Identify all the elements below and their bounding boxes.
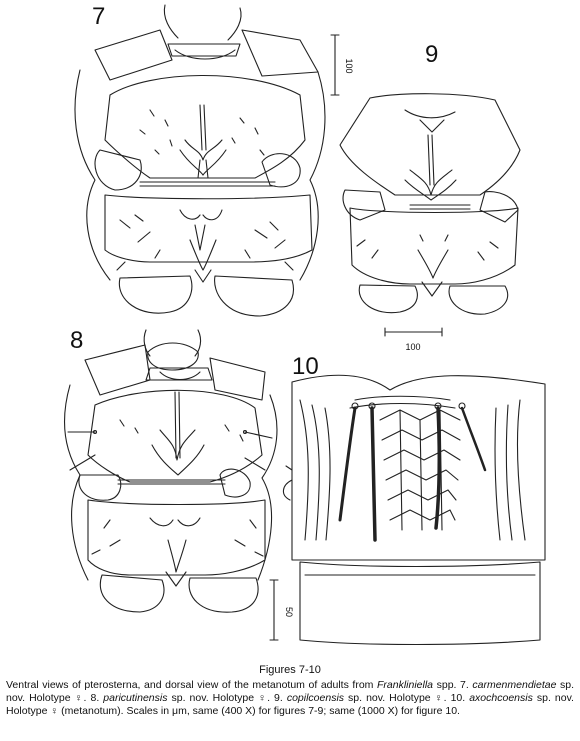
caption-body: Ventral views of pterosterna, and dorsal…	[6, 679, 574, 718]
scale-bar-fig-7	[330, 34, 340, 96]
caption-text: Ventral views of pterosterna, and dorsal…	[6, 679, 377, 691]
figure-10-metanotum	[282, 374, 546, 646]
caption-genus: Frankliniella	[377, 679, 434, 691]
figure-label-9: 9	[425, 41, 438, 68]
scale-bar-fig-9	[384, 327, 443, 337]
scale-bar-fig-10	[269, 579, 279, 641]
caption-title: Figures 7-10	[259, 664, 321, 676]
caption-text: sp. nov. Holotype ♀. 9.	[167, 692, 287, 704]
caption-text: sp. nov. Holotype ♀. 8.	[6, 679, 575, 704]
figure-plate: 7 9 8 10 100 100 50	[64, 3, 546, 646]
figure-label-8: 8	[70, 327, 83, 354]
scale-label-fig-7: 100	[344, 58, 354, 73]
caption-species-9: copilcoensis	[286, 692, 345, 704]
figure-9-pterosternum	[339, 93, 521, 315]
caption-text: sp. nov. Holotype ♀ (metanotum). Scales …	[6, 692, 574, 717]
scale-label-fig-9: 100	[405, 342, 420, 352]
figure-7-pterosternum	[74, 4, 326, 317]
figure-8-pterosternum	[64, 329, 278, 613]
figure-label-10: 10	[292, 353, 319, 380]
caption-species-7: carmenmendietae	[472, 679, 557, 691]
caption-species-8: paricutinensis	[103, 692, 168, 704]
caption-text: sp. nov. Holotype ♀. 10.	[344, 692, 470, 704]
scale-label-fig-10: 50	[284, 607, 294, 617]
figure-label-7: 7	[92, 3, 105, 30]
caption-species-10: axochcoensis	[469, 692, 533, 704]
caption-text: spp. 7.	[433, 679, 473, 691]
